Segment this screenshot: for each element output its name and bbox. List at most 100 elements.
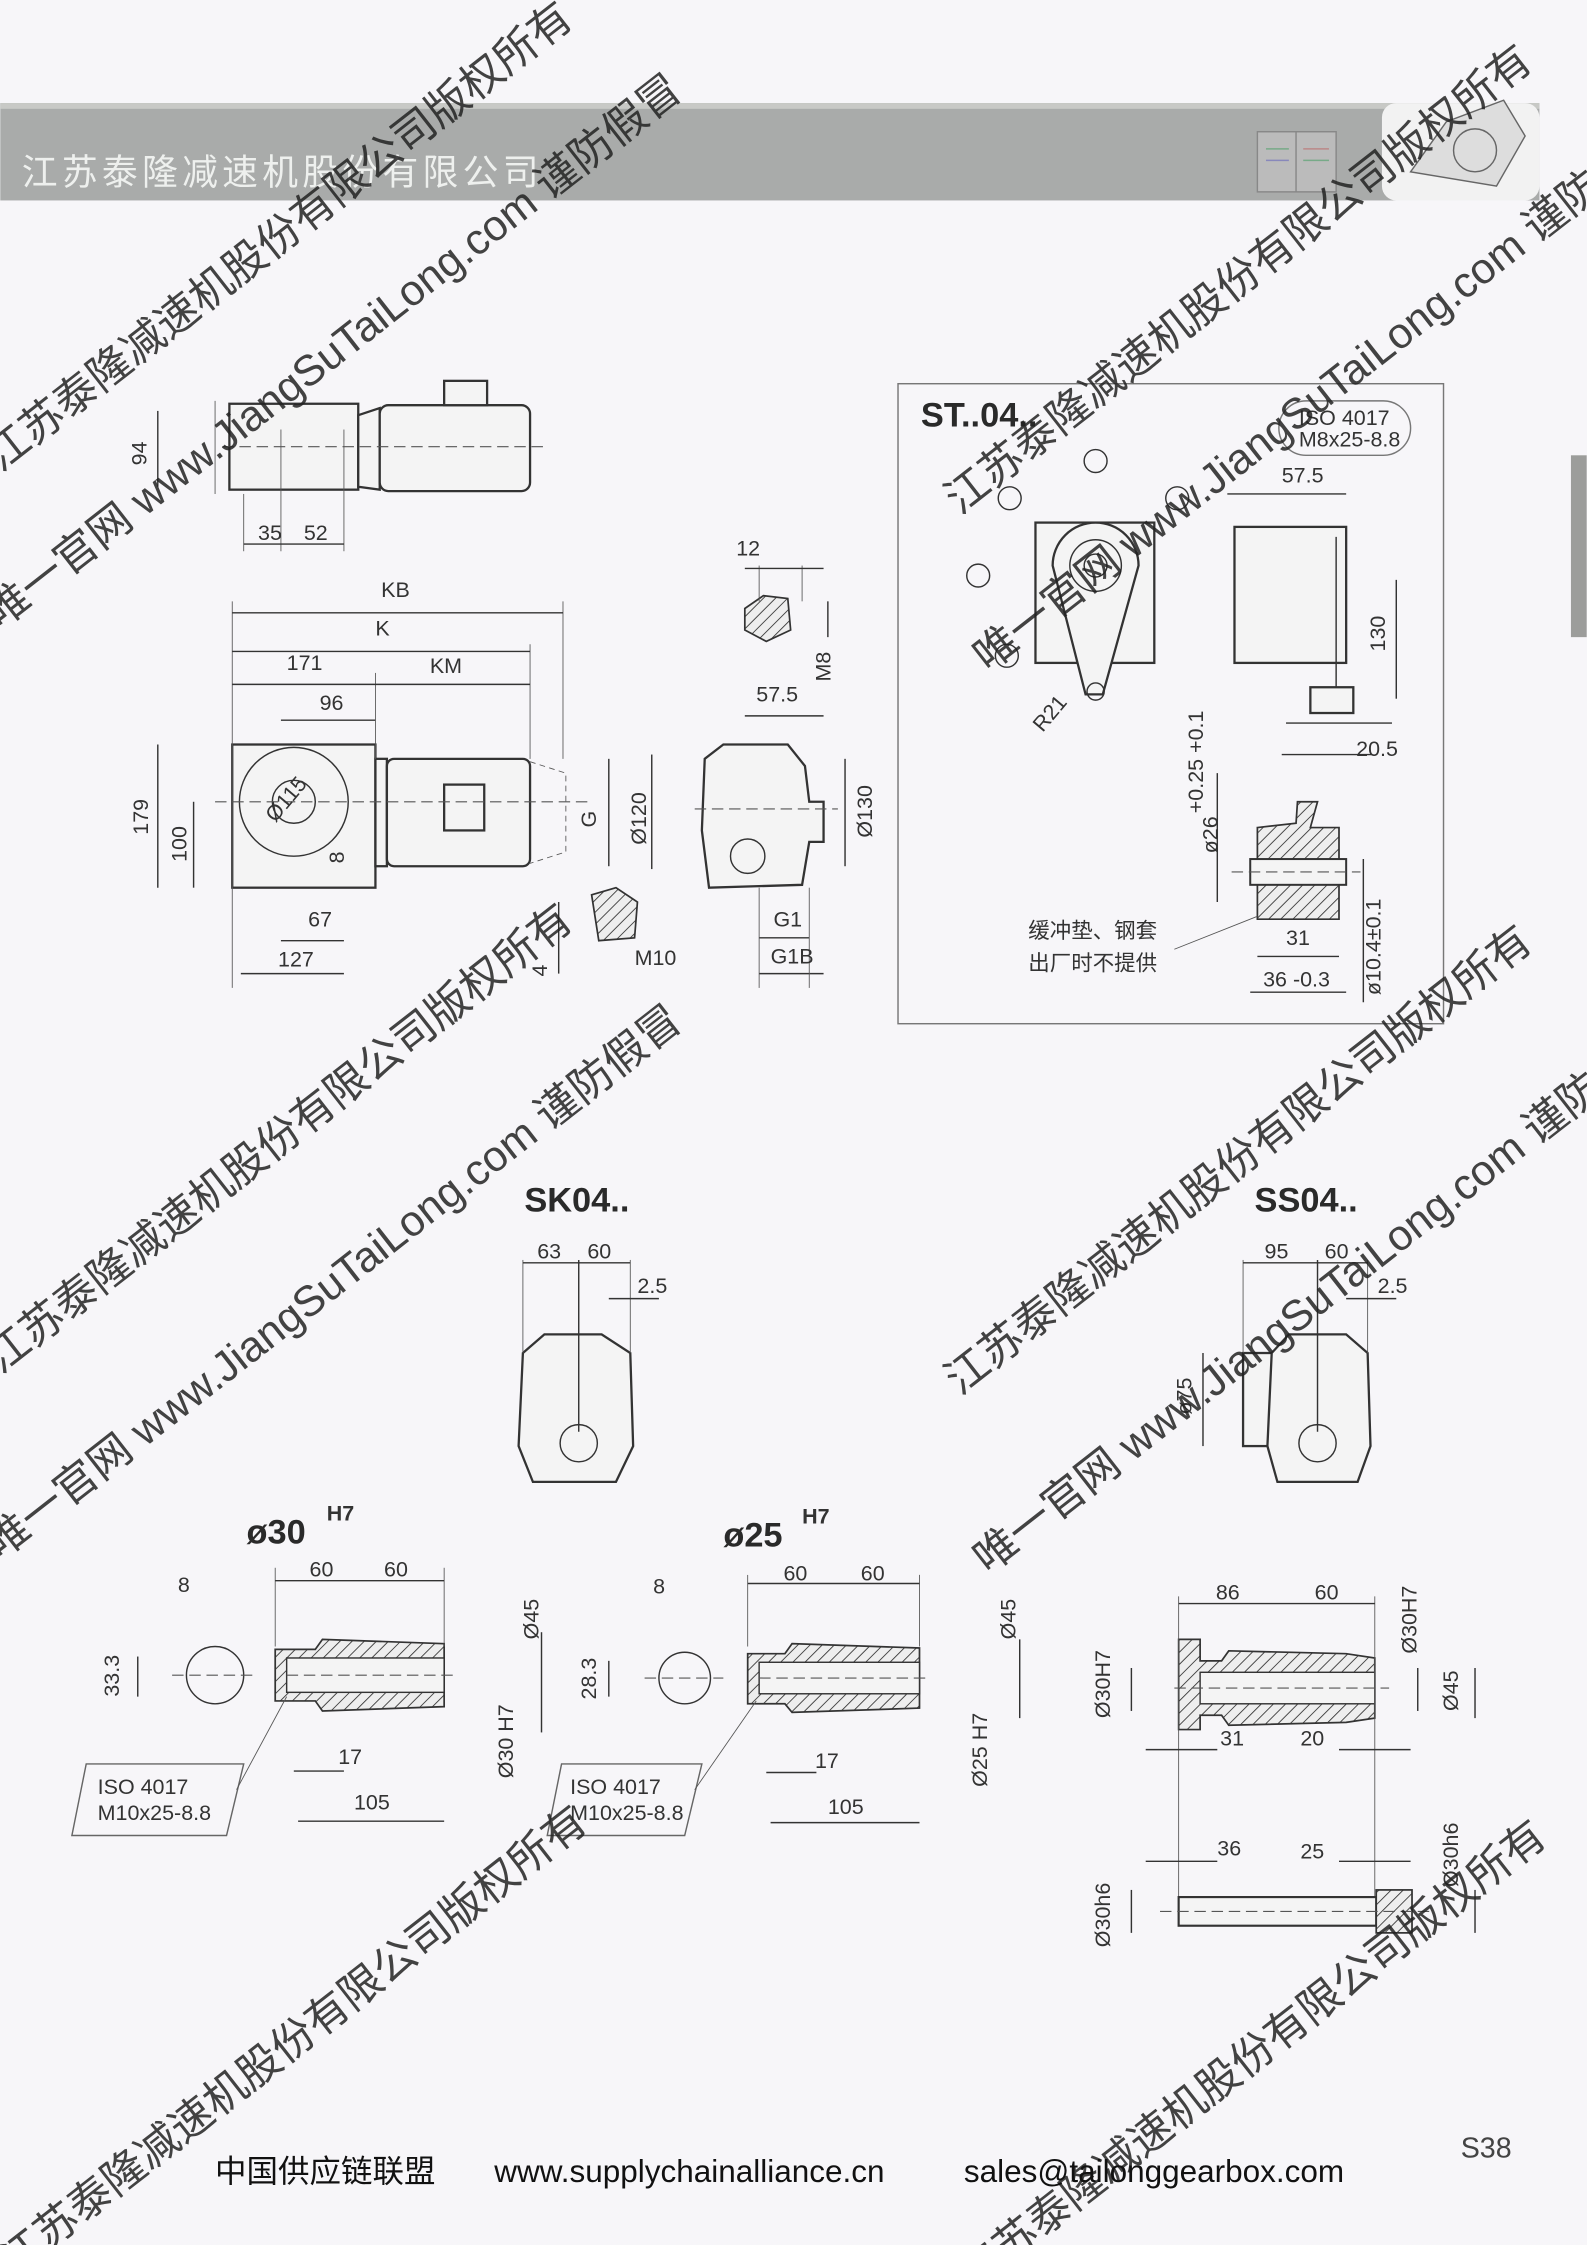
page-number: S38 bbox=[1461, 2133, 1512, 2165]
ss04-title: SS04.. bbox=[1255, 1181, 1358, 1219]
shaft30-dim-60b: 60 bbox=[384, 1557, 408, 1581]
dim-4: 4 bbox=[528, 964, 552, 976]
gearbox-logo-image bbox=[1381, 99, 1540, 201]
dim-G1: G1 bbox=[773, 907, 802, 931]
hollow-dim-30h7-left: Ø30H7 bbox=[1091, 1650, 1115, 1718]
shaft30-dim-8: 8 bbox=[178, 1573, 190, 1597]
dim-M10: M10 bbox=[635, 946, 677, 970]
shaft25-dim-28-3: 28.3 bbox=[577, 1658, 601, 1700]
st04-dim-R21: R21 bbox=[1028, 691, 1072, 737]
dim-52: 52 bbox=[304, 521, 328, 545]
ss04-dim-60: 60 bbox=[1325, 1240, 1349, 1264]
company-name: 江苏泰隆减速机股份有限公司 bbox=[22, 153, 543, 194]
hollow-dim-60: 60 bbox=[1315, 1580, 1339, 1604]
side-view-drawing: 12 M8 57.5 Ø130 G1 G1B bbox=[694, 537, 877, 988]
header-band: 江苏泰隆减速机股份有限公司 bbox=[0, 99, 1540, 201]
hollow-dim-30h7-right: Ø30H7 bbox=[1397, 1586, 1421, 1654]
dim-94: 94 bbox=[127, 441, 151, 465]
shaft30-fit: H7 bbox=[327, 1502, 354, 1526]
shaft25-dim-17: 17 bbox=[815, 1749, 839, 1773]
footer-url[interactable]: www.supplychainalliance.cn bbox=[493, 2153, 884, 2189]
dim-G: G bbox=[577, 811, 601, 828]
dim-179: 179 bbox=[129, 799, 153, 835]
dim-57-5: 57.5 bbox=[756, 683, 798, 707]
footer: 中国供应链联盟 www.supplychainalliance.cn sales… bbox=[215, 2133, 1512, 2189]
ss04-drawing: SS04.. 95 60 2.5 ø75 bbox=[1173, 1181, 1408, 1484]
shaft25-dim-45: Ø45 bbox=[996, 1599, 1020, 1640]
ss04-dim-2-5: 2.5 bbox=[1378, 1274, 1408, 1298]
shaft25-iso-line2: M10x25-8.8 bbox=[570, 1801, 683, 1825]
sk04-dim-63: 63 bbox=[537, 1240, 561, 1264]
st04-dim-10-4: ø10.4±0.1 bbox=[1362, 899, 1386, 996]
shaft25-dim-8: 8 bbox=[653, 1575, 665, 1599]
hollow-shaft-drawing: 86 60 Ø30H7 Ø30H7 Ø45 31 20 36 25 Ø30h6 … bbox=[1091, 1580, 1476, 1947]
shaft25-dim-25h7: Ø25 H7 bbox=[968, 1713, 992, 1787]
shaft30-dim-45: Ø45 bbox=[520, 1599, 544, 1640]
st04-title: ST..04.. bbox=[921, 397, 1038, 435]
shaft30-dim-60a: 60 bbox=[310, 1557, 334, 1581]
dim-12: 12 bbox=[736, 537, 760, 561]
st04-note-line1: 缓冲垫、钢套 bbox=[1028, 919, 1157, 944]
st04-dim-20-5: 20.5 bbox=[1356, 737, 1398, 761]
solid-dim-36: 36 bbox=[1217, 1837, 1241, 1861]
dim-171: 171 bbox=[287, 651, 323, 675]
ss04-dim-75: ø75 bbox=[1173, 1378, 1197, 1415]
st04-dim-57-5: 57.5 bbox=[1282, 464, 1324, 488]
footer-email[interactable]: sales@tailonggearbox.com bbox=[964, 2153, 1344, 2189]
dim-100: 100 bbox=[167, 826, 191, 862]
sk04-title: SK04.. bbox=[524, 1181, 629, 1219]
dim-8: 8 bbox=[325, 851, 349, 863]
shaft30-dim-105: 105 bbox=[354, 1791, 390, 1815]
hollow-dim-31: 31 bbox=[1220, 1726, 1244, 1750]
front-view-drawing: KB K 171 KM 96 179 100 Ø115 8 G Ø120 67 … bbox=[129, 578, 677, 988]
shaft30-iso-line1: ISO 4017 bbox=[98, 1775, 189, 1799]
hollow-dim-20: 20 bbox=[1300, 1726, 1324, 1750]
sk04-dim-60: 60 bbox=[587, 1240, 611, 1264]
dim-130: Ø130 bbox=[853, 785, 877, 838]
dim-96: 96 bbox=[320, 691, 344, 715]
st04-dim-36: 36 -0.3 bbox=[1263, 967, 1330, 991]
top-view-drawing: 94 35 52 bbox=[127, 379, 545, 552]
shaft25-iso-line1: ISO 4017 bbox=[570, 1775, 661, 1799]
dim-35: 35 bbox=[258, 521, 282, 545]
st04-torque-arm-panel: ST..04.. ISO 4017 M8x25-8.8 R21 57.5 130… bbox=[897, 382, 1445, 1025]
dim-G1B: G1B bbox=[771, 945, 814, 969]
solid-dim-30h6-left: Ø30h6 bbox=[1091, 1883, 1115, 1947]
st04-dim-31: 31 bbox=[1286, 926, 1310, 950]
sk04-dim-2-5: 2.5 bbox=[637, 1274, 667, 1298]
ss04-dim-95: 95 bbox=[1265, 1240, 1289, 1264]
shaft30-dim-30h7: Ø30 H7 bbox=[494, 1704, 518, 1778]
sk04-drawing: SK04.. 63 60 2.5 bbox=[517, 1181, 667, 1484]
footer-org: 中国供应链联盟 bbox=[215, 2153, 435, 2189]
catalog-book-icon bbox=[1256, 131, 1337, 193]
shaft25-fit: H7 bbox=[802, 1504, 829, 1528]
shaft30-dim-17: 17 bbox=[338, 1745, 362, 1769]
st04-dim-26-tol: +0.25 +0.1 bbox=[1184, 711, 1208, 814]
solid-dim-30h6-right: Ø30h6 bbox=[1439, 1823, 1463, 1887]
st04-iso-line2: M8x25-8.8 bbox=[1299, 428, 1400, 452]
dim-KM: KM bbox=[430, 654, 462, 678]
shaft25-dim-105: 105 bbox=[828, 1795, 864, 1819]
shaft25-drawing: ø25 H7 8 60 60 Ø45 28.3 Ø25 H7 17 105 IS… bbox=[546, 1504, 1021, 1837]
hollow-dim-45: Ø45 bbox=[1439, 1670, 1463, 1711]
st04-note-line2: 出厂时不提供 bbox=[1028, 952, 1157, 977]
dim-120: Ø120 bbox=[627, 792, 651, 845]
dim-67: 67 bbox=[308, 907, 332, 931]
st04-iso-line1: ISO 4017 bbox=[1299, 406, 1390, 430]
dim-K: K bbox=[375, 617, 390, 641]
shaft25-dim-60b: 60 bbox=[861, 1562, 885, 1586]
dim-127: 127 bbox=[278, 947, 314, 971]
side-tab bbox=[1570, 455, 1587, 638]
shaft30-title: ø30 bbox=[247, 1513, 306, 1551]
hollow-dim-86: 86 bbox=[1216, 1580, 1240, 1604]
solid-dim-25: 25 bbox=[1300, 1839, 1324, 1863]
shaft25-dim-60a: 60 bbox=[783, 1562, 807, 1586]
dim-M8: M8 bbox=[812, 652, 836, 682]
st04-dim-130: 130 bbox=[1366, 616, 1390, 652]
shaft30-iso-line2: M10x25-8.8 bbox=[98, 1801, 211, 1825]
shaft30-drawing: ø30 H7 8 60 60 Ø45 33.3 Ø30 H7 17 105 IS… bbox=[71, 1502, 544, 1837]
mount-position-icons bbox=[966, 448, 1190, 668]
st04-dim-26: ø26 bbox=[1198, 816, 1222, 853]
dim-KB: KB bbox=[381, 578, 410, 602]
